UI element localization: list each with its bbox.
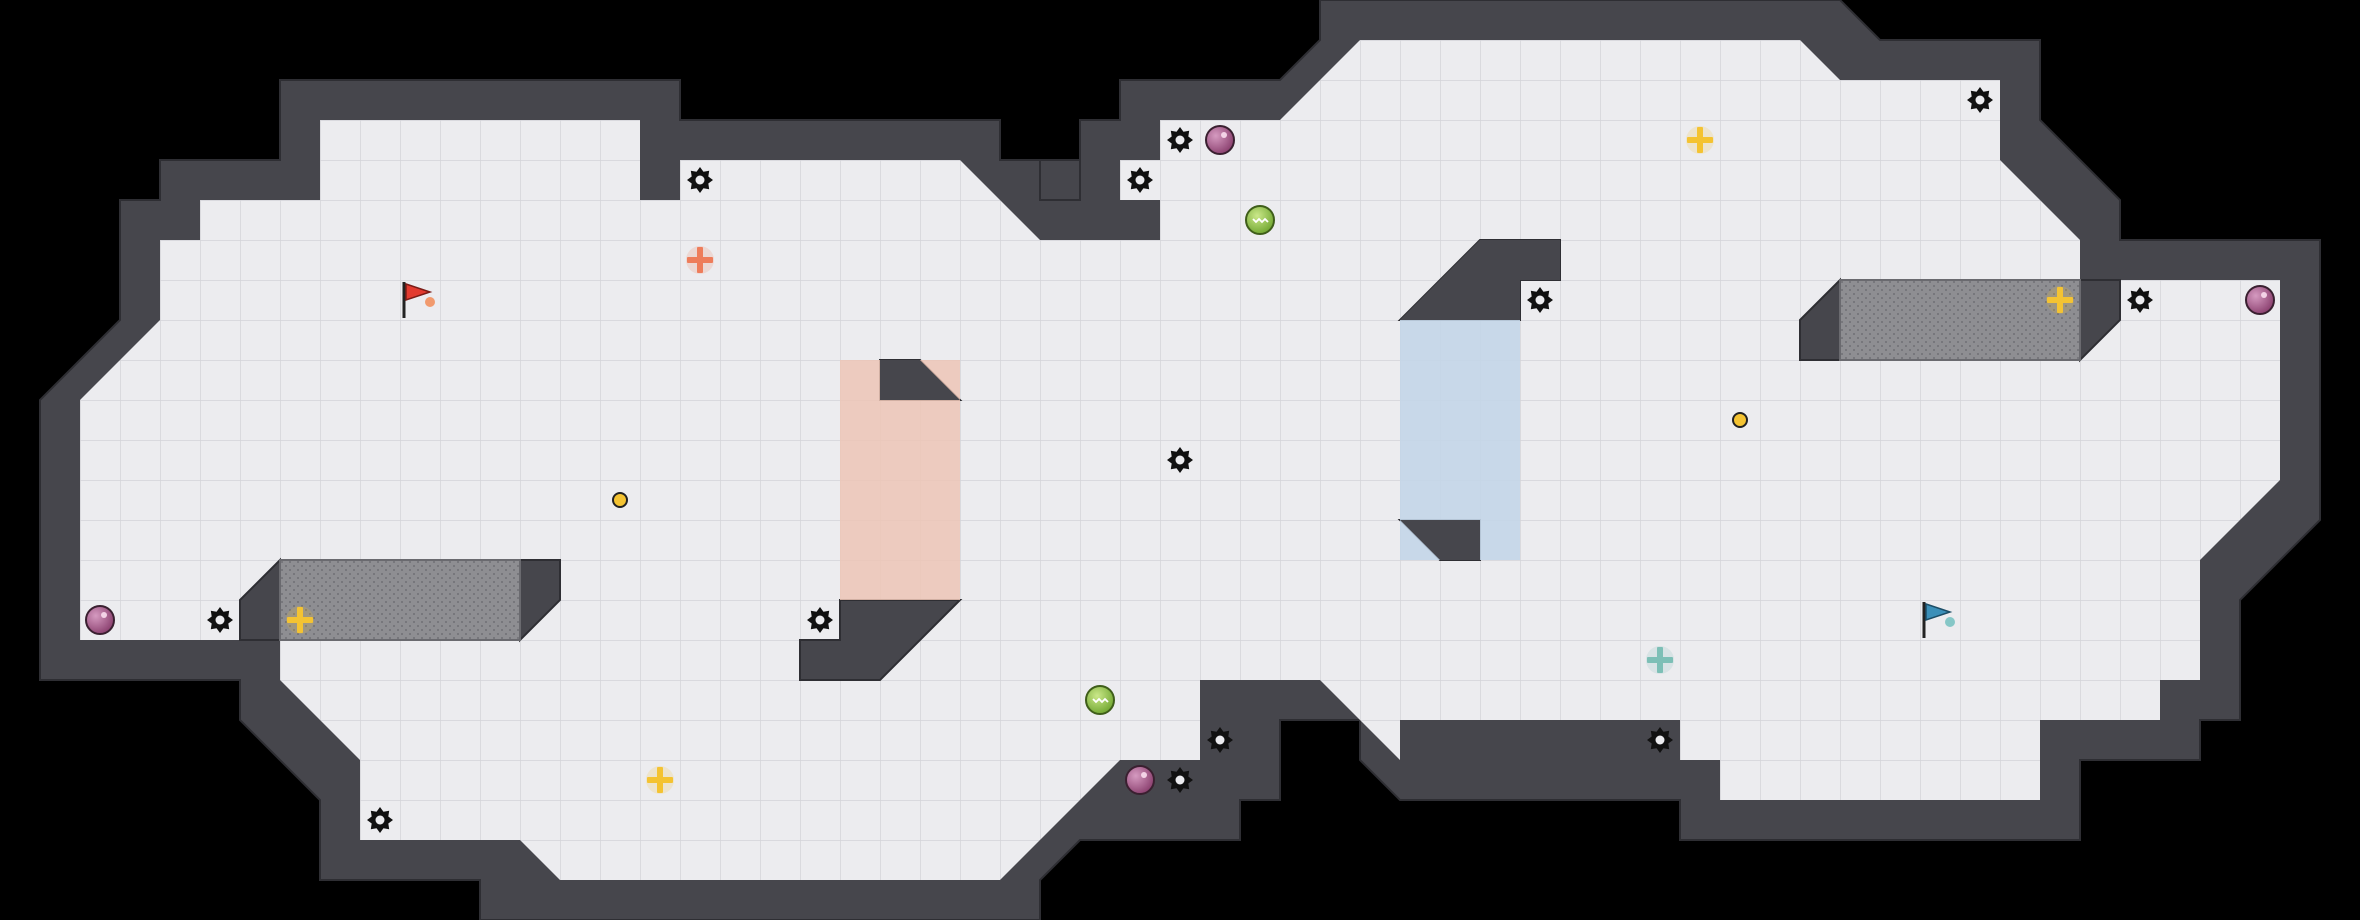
powerup-icon <box>1085 685 1115 715</box>
speed-pad-left <box>279 559 521 641</box>
neutral-boost-icon <box>2046 286 2074 314</box>
spike-icon <box>1967 87 1993 113</box>
spike-icon <box>1647 727 1673 753</box>
flags <box>402 282 1955 638</box>
boosts <box>286 126 2074 794</box>
red-zone-corner-wall <box>880 360 960 400</box>
spike-icon <box>687 167 713 193</box>
portal-icon <box>1732 412 1748 428</box>
blue-flag-icon <box>1922 602 1955 638</box>
team-zones <box>840 240 1560 600</box>
spike-icon <box>1527 287 1553 313</box>
bomb-icon <box>1205 125 1235 155</box>
spike-icon <box>1167 767 1193 793</box>
portal-icon <box>612 492 628 508</box>
neutral-boost-icon <box>286 606 314 634</box>
bombs <box>85 125 2275 795</box>
bomb-icon <box>1125 765 1155 795</box>
bomb-icon <box>2245 285 2275 315</box>
spike-icon <box>1167 447 1193 473</box>
spike-icon <box>367 807 393 833</box>
spike-icon <box>1167 127 1193 153</box>
powerup-icon <box>1245 205 1275 235</box>
spike-icon <box>207 607 233 633</box>
blue-zone-corner-wall-top <box>1400 240 1560 320</box>
bomb-icon <box>85 605 115 635</box>
spike-icon <box>1207 727 1233 753</box>
spike-icon <box>2127 287 2153 313</box>
neutral-boost-icon <box>1686 126 1714 154</box>
red-flag-icon <box>402 282 435 318</box>
spike-icon <box>807 607 833 633</box>
powerups <box>1085 205 1275 715</box>
spike-icon <box>1127 167 1153 193</box>
speed-pad-right <box>1839 279 2081 361</box>
spikes <box>207 87 2153 833</box>
blue-zone-corner-wall-bottom <box>1400 520 1480 560</box>
neutral-boost-icon <box>646 766 674 794</box>
blue-boost-icon <box>1646 646 1674 674</box>
speed-pads <box>279 279 2081 641</box>
portals <box>612 412 1748 508</box>
upper-left-notch <box>1039 159 1081 201</box>
red-boost-icon <box>686 246 714 274</box>
